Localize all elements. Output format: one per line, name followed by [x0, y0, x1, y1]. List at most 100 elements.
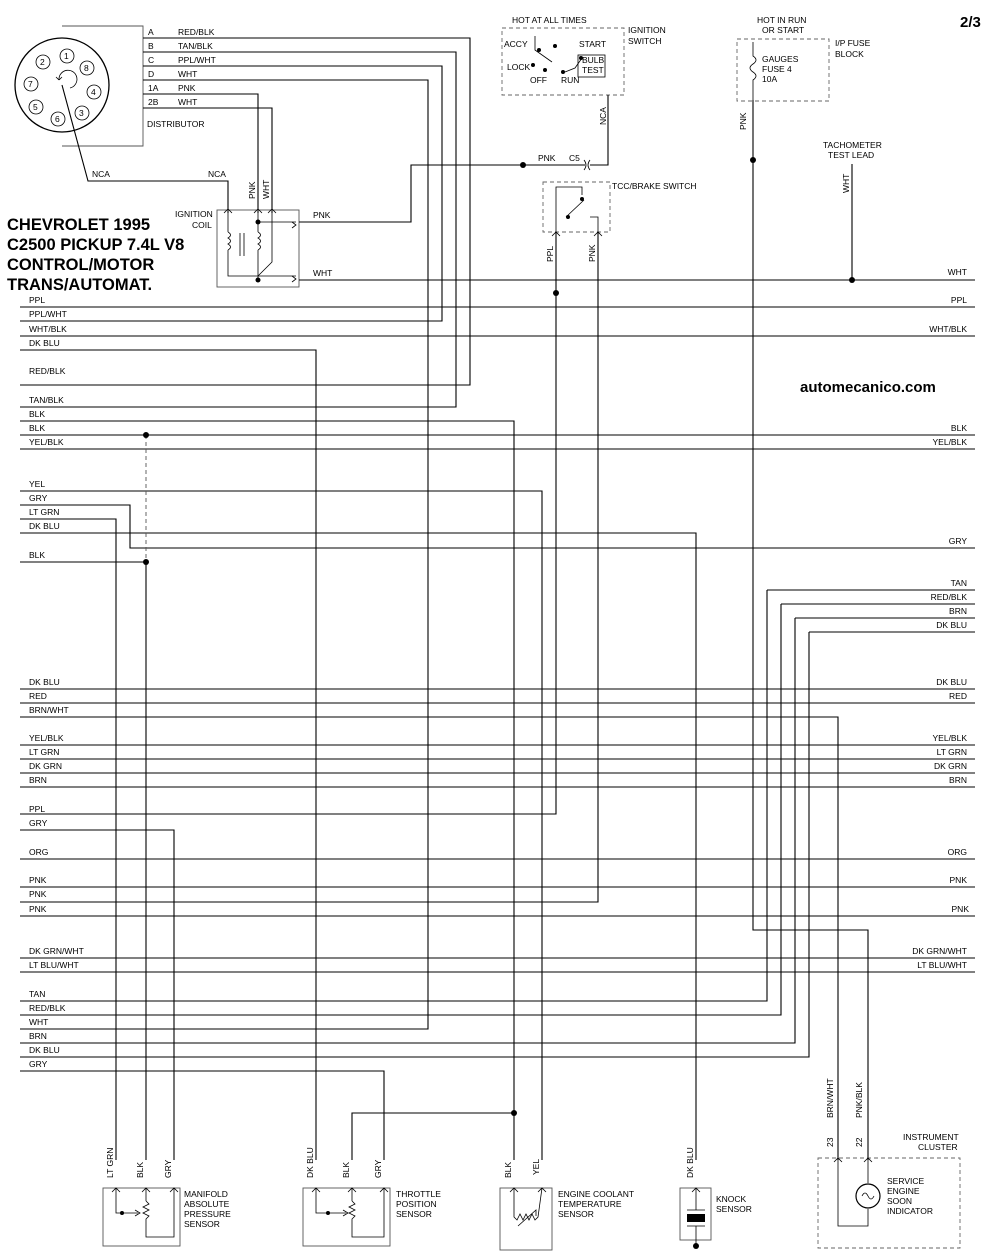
title-line-2: C2500 PICKUP 7.4L V8 [7, 236, 184, 254]
right-wire-label: PNK [950, 875, 968, 885]
fuse-block-label-2: BLOCK [835, 49, 864, 59]
map-wire-gry: GRY [163, 1159, 173, 1178]
indicator-label-4: INDICATOR [887, 1206, 933, 1216]
cluster-pin-23: 23 [825, 1137, 835, 1147]
right-wire-label: DK GRN [934, 761, 967, 771]
map-label-3: PRESSURE [184, 1209, 231, 1219]
ignition-hot-label: HOT AT ALL TIMES [512, 15, 587, 25]
distributor-terminals: 1 2 3 4 5 6 7 8 [23, 48, 102, 127]
left-wire-label: ORG [29, 847, 48, 857]
fuse-label-3: 10A [762, 74, 777, 84]
distributor-label: DISTRIBUTOR [147, 119, 204, 129]
terminal-7: 7 [28, 79, 33, 89]
left-wire-label: DK BLU [29, 338, 60, 348]
right-wire-label: DK BLU [936, 677, 967, 687]
cluster-label-1: INSTRUMENT [903, 1132, 959, 1142]
fuse-label-2: FUSE 4 [762, 64, 792, 74]
instrument-cluster: INSTRUMENT CLUSTER BRN/WHT PNK/BLK 23 22… [817, 1078, 961, 1249]
position-run: RUN [561, 75, 579, 85]
tachometer-test-lead: TACHOMETER TEST LEAD WHT [823, 140, 882, 283]
left-wire-label: BLK [29, 423, 45, 433]
fuse-label-1: GAUGES [762, 54, 799, 64]
knock-sensor: DK BLU KNOCK SENSOR [679, 1147, 752, 1249]
map-label-1: MANIFOLD [184, 1189, 228, 1199]
right-wire-label: BLK [951, 423, 967, 433]
coolant-temperature-sensor: BLK YEL ENGINE COOLANT TEMPERATURE SENSO… [499, 1159, 634, 1251]
pin-1a-wire: PNK [178, 83, 196, 93]
left-wire-label: LT BLU/WHT [29, 960, 79, 970]
ignition-switch-label-2: SWITCH [628, 36, 662, 46]
c5-wire-label: PNK [538, 153, 556, 163]
left-wire-label: PPL [29, 295, 45, 305]
ip-fuse-block: HOT IN RUN OR START I/P FUSE BLOCK GAUGE… [736, 15, 871, 1160]
cluster-pin-22: 22 [854, 1137, 864, 1147]
tcc-brake-switch: TCC/BRAKE SWITCH PPL PNK [20, 181, 697, 903]
position-off: OFF [530, 75, 547, 85]
pin-2b-label: 2B [148, 97, 159, 107]
left-wire-label: BRN/WHT [29, 705, 69, 715]
fuse-icon [749, 42, 757, 100]
right-wire-label: ORG [948, 847, 967, 857]
rotor-arrow-icon [55, 69, 78, 89]
right-wire-label: BRN [949, 606, 967, 616]
title-line-1: CHEVROLET 1995 [7, 216, 150, 234]
left-wire-label: PNK [29, 889, 47, 899]
terminal-6: 6 [55, 114, 60, 124]
tps-label-1: THROTTLE [396, 1189, 441, 1199]
coil-label-2: COIL [192, 220, 212, 230]
position-accy: ACCY [504, 39, 528, 49]
ect-wire-yel: YEL [531, 1159, 541, 1175]
left-wire-label: YEL/BLK [29, 733, 64, 743]
ignition-switch-label-1: IGNITION [628, 25, 666, 35]
distributor: 1 2 3 4 5 6 7 8 DISTRIBUTOR A RED/BLK B … [14, 25, 229, 213]
indicator-label-3: SOON [887, 1196, 912, 1206]
terminal-4: 4 [91, 87, 96, 97]
left-wire-label: WHT [29, 1017, 48, 1027]
pin-d-label: D [148, 69, 154, 79]
left-wire-label: DK GRN/WHT [29, 946, 84, 956]
coil-out-pnk-label: PNK [313, 210, 331, 220]
tcc-wire-pnk: PNK [587, 244, 597, 262]
right-wire-label: GRY [949, 536, 968, 546]
left-wire-label: GRY [29, 493, 48, 503]
knock-element-icon [687, 1214, 705, 1222]
ect-label-2: TEMPERATURE [558, 1199, 622, 1209]
tps-wire-gry: GRY [373, 1159, 383, 1178]
ect-label-1: ENGINE COOLANT [558, 1189, 634, 1199]
throttle-position-sensor: DK BLU BLK GRY THROTTLE POSITION SENSOR [302, 1147, 441, 1247]
cluster-label-2: CLUSTER [918, 1142, 958, 1152]
ignition-nca-label: NCA [598, 107, 608, 125]
left-wire-label: BRN [29, 1031, 47, 1041]
position-test: TEST [582, 65, 604, 75]
pin-a-wire: RED/BLK [178, 27, 215, 37]
tach-label-1: TACHOMETER [823, 140, 882, 150]
ignition-switch: HOT AT ALL TIMES IGNITION SWITCH ACCY ST… [501, 15, 666, 166]
indicator-label-2: ENGINE [887, 1186, 920, 1196]
right-wire-label: WHT [948, 267, 967, 277]
left-wire-label: WHT/BLK [29, 324, 67, 334]
pin-a-label: A [148, 27, 154, 37]
tcc-label: TCC/BRAKE SWITCH [612, 181, 697, 191]
knock-wire-dkblu: DK BLU [685, 1147, 695, 1178]
tps-label-3: SENSOR [396, 1209, 432, 1219]
left-wire-label: RED [29, 691, 47, 701]
right-wire-labels: WHT PPL WHT/BLK BLK YEL/BLK GRY TAN RED/… [912, 267, 969, 970]
right-wire-label: BRN [949, 775, 967, 785]
coil-wire-pnk: PNK [247, 181, 257, 199]
terminal-5: 5 [33, 102, 38, 112]
tps-label-2: POSITION [396, 1199, 437, 1209]
map-wire-blk: BLK [135, 1162, 145, 1178]
ect-label-3: SENSOR [558, 1209, 594, 1219]
watermark-text: automecanico.com [800, 379, 936, 396]
left-wire-label: DK GRN [29, 761, 62, 771]
position-lock: LOCK [507, 62, 530, 72]
left-wire-label: GRY [29, 1059, 48, 1069]
left-wire-labels: PPL PPL/WHT WHT/BLK DK BLU RED/BLK TAN/B… [29, 295, 84, 1069]
terminal-2: 2 [40, 57, 45, 67]
left-wire-label: PNK [29, 904, 47, 914]
page-number: 2/3 [960, 14, 981, 31]
indicator-label-1: SERVICE [887, 1176, 924, 1186]
pin-b-wire: TAN/BLK [178, 41, 213, 51]
right-wire-label: LT GRN [937, 747, 967, 757]
